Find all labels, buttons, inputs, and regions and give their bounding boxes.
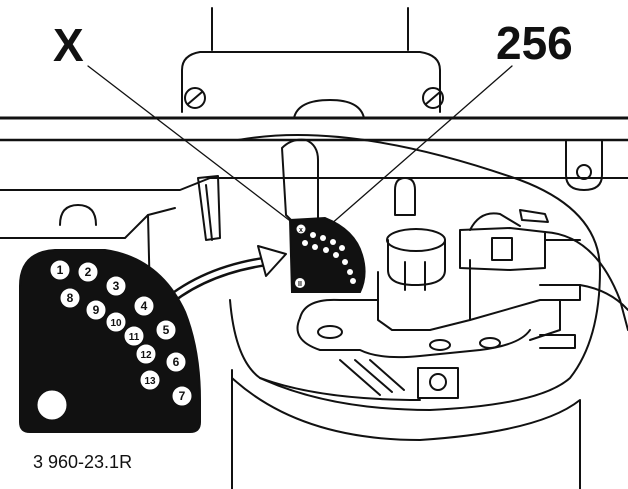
rotor-finger [197, 138, 319, 241]
screw-block [417, 367, 459, 399]
inset-position-marker [49, 259, 71, 281]
base-plate [296, 298, 531, 396]
inset-position-label: 3 [113, 279, 120, 293]
inset-position-label: 4 [141, 299, 148, 313]
inset-plate [19, 249, 201, 433]
inset-position-marker [139, 369, 161, 391]
callout-256-label: 256 [496, 17, 573, 69]
center-pin [394, 177, 416, 216]
leader-lines [87, 65, 513, 233]
upper-housing [181, 7, 444, 119]
inset-position-marker [105, 311, 127, 333]
marker-plate: x II [288, 216, 366, 293]
inset-position-label: 11 [129, 332, 140, 343]
frame-rails [0, 116, 628, 191]
inset-position-label: 10 [110, 318, 122, 329]
inset-position-marker [133, 295, 155, 317]
inset-position-marker [123, 325, 145, 347]
inset-position-label: 12 [140, 350, 152, 361]
svg-text:II: II [298, 281, 302, 288]
inset-position-label: 9 [93, 303, 100, 317]
inset-position-marker [85, 299, 107, 321]
inset-position-marker [105, 275, 127, 297]
inset-position-label: 5 [163, 323, 170, 337]
inset-position-marker [77, 261, 99, 283]
inset-position-marker [59, 287, 81, 309]
rotor-assembly [377, 209, 581, 349]
inset-position-marker [135, 343, 157, 365]
inset-position-marker [171, 385, 193, 407]
callout-x-label: X [53, 19, 84, 71]
inset-position-label: 8 [67, 291, 74, 305]
inset-position-marker [165, 351, 187, 373]
distributor-housing [229, 134, 601, 489]
inset-position-label: 7 [179, 389, 186, 403]
inset-position-label: 2 [85, 265, 92, 279]
inset-position-marker [155, 319, 177, 341]
figure-code: 3 960-23.1R [33, 452, 133, 472]
cable [544, 231, 628, 331]
inset-position-label: 13 [144, 376, 156, 387]
right-eyelet [559, 139, 628, 191]
inset-position-label: 1 [57, 263, 64, 277]
inset-position-label: 6 [173, 355, 180, 369]
svg-text:x: x [299, 227, 303, 234]
